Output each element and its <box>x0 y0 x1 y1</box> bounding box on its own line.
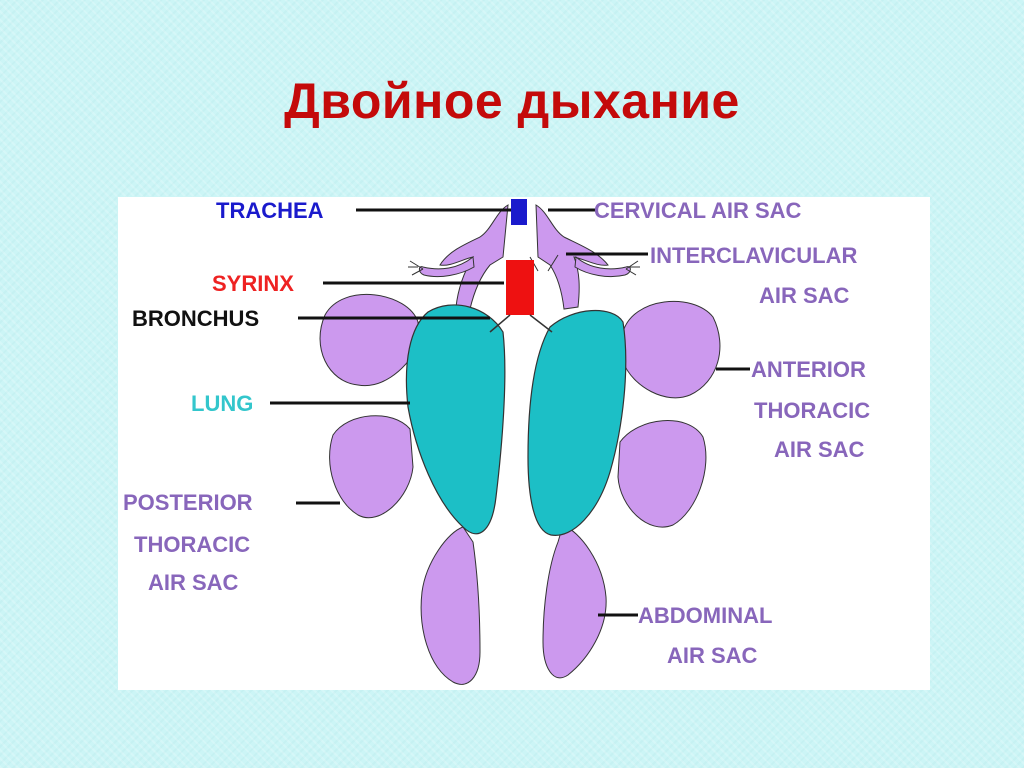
bird-respiratory-diagram: TRACHEA SYRINX BRONCHUS LUNG POSTERIOR T… <box>118 197 930 690</box>
right-lung <box>527 310 627 536</box>
syrinx-label: SYRINX <box>212 271 294 296</box>
left-interclavicular-air-sac <box>439 204 509 310</box>
anterior-thoracic-label-line-1: ANTERIOR <box>751 357 866 382</box>
posterior-thoracic-label-line-1: POSTERIOR <box>123 490 253 515</box>
left-lung <box>405 304 506 535</box>
trachea-shape <box>511 199 527 225</box>
right-anterior-thoracic-air-sac <box>622 300 721 399</box>
left-abdominal-air-sac <box>420 526 481 685</box>
left-anterior-thoracic-air-sac <box>319 293 419 387</box>
right-abdominal-air-sac <box>542 524 607 679</box>
left-interclavicular-branch <box>418 256 475 278</box>
abdominal-label-line-1: ABDOMINAL <box>638 603 772 628</box>
leader-lines <box>270 208 750 617</box>
right-interclavicular-air-sac <box>535 204 609 310</box>
anterior-thoracic-label-line-3: AIR SAC <box>774 437 865 462</box>
right-posterior-thoracic-air-sac <box>617 420 707 528</box>
abdominal-label-line-2: AIR SAC <box>667 643 758 668</box>
anterior-thoracic-label-line-2: THORACIC <box>754 398 870 423</box>
interclavicular-label-line-2: AIR SAC <box>759 283 850 308</box>
bronchus-label: BRONCHUS <box>132 306 259 331</box>
posterior-thoracic-label-line-3: AIR SAC <box>148 570 239 595</box>
lung-label: LUNG <box>191 391 253 416</box>
interclavicular-label-line-1: INTERCLAVICULAR <box>650 243 857 268</box>
posterior-thoracic-label-line-2: THORACIC <box>134 532 250 557</box>
slide-title: Двойное дыхание <box>284 73 740 129</box>
trachea-label: TRACHEA <box>216 198 324 223</box>
right-interclavicular-branch <box>574 255 631 278</box>
diagram-canvas: TRACHEA SYRINX BRONCHUS LUNG POSTERIOR T… <box>123 198 870 685</box>
syrinx-shape <box>506 260 534 315</box>
bronchus-lines <box>489 314 553 333</box>
cervical-air-sac-label: CERVICAL AIR SAC <box>594 198 802 223</box>
branch-strokes <box>408 254 640 276</box>
left-posterior-thoracic-air-sac <box>329 415 414 518</box>
